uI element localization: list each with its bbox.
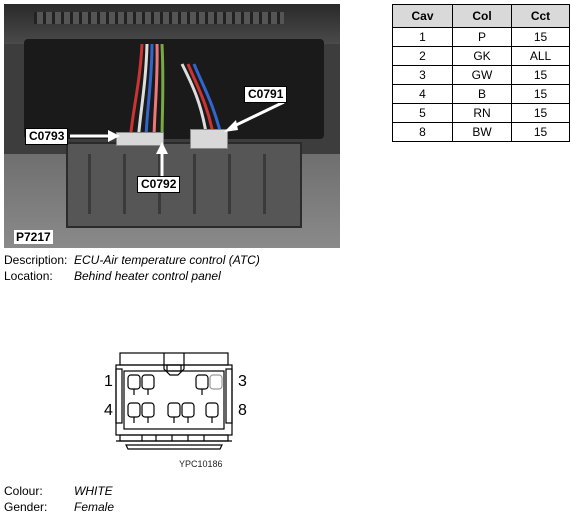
ecu-fin — [263, 154, 266, 214]
cell-cav: 8 — [392, 122, 453, 142]
callout-c0791: C0791 — [244, 86, 288, 103]
cell-cav: 4 — [392, 84, 453, 104]
header-col: Col — [452, 4, 512, 28]
table-header-row: Cav Col Cct — [392, 4, 570, 28]
table-row: 5 RN 15 — [392, 103, 570, 123]
cell-cct: 15 — [511, 84, 570, 104]
cell-col: GW — [452, 65, 512, 85]
header-cct: Cct — [511, 4, 570, 28]
cell-cav: 5 — [392, 103, 453, 123]
cell-cav: 2 — [392, 46, 453, 66]
description-label: Description: — [4, 253, 68, 267]
location-line: Location: Behind heater control panel — [4, 269, 221, 283]
colour-line: Colour: WHITE — [4, 484, 113, 498]
cell-col: RN — [452, 103, 512, 123]
table-row: 4 B 15 — [392, 84, 570, 104]
diagram-reference: YPC10186 — [179, 459, 223, 469]
dash-bezel — [4, 4, 340, 44]
cell-cct: 15 — [511, 122, 570, 142]
photo-label: P7217 — [14, 230, 53, 244]
gender-value: Female — [74, 500, 115, 514]
connector-location-photo: C0791 C0793 C0792 P7217 — [4, 4, 340, 248]
dash-vents — [34, 12, 284, 24]
gender-label: Gender: — [4, 500, 48, 514]
connector-face-diagram — [115, 352, 233, 450]
cell-cct: 15 — [511, 27, 570, 47]
location-label: Location: — [4, 269, 53, 283]
header-cav: Cav — [392, 4, 453, 28]
location-value: Behind heater control panel — [74, 269, 221, 283]
cell-col: P — [452, 27, 512, 47]
cell-col: GK — [452, 46, 512, 66]
connector-c0793-body — [116, 132, 164, 146]
cavity-table: Cav Col Cct 1 P 15 2 GK ALL 3 GW 15 4 B … — [392, 4, 570, 142]
description-line: Description: ECU-Air temperature control … — [4, 253, 260, 267]
table-row: 8 BW 15 — [392, 122, 570, 142]
connector-c0791-body — [190, 129, 228, 149]
callout-c0793: C0793 — [25, 128, 69, 145]
ecu-fin — [123, 154, 126, 214]
description-value: ECU-Air temperature control (ATC) — [74, 253, 260, 267]
callout-c0792: C0792 — [137, 176, 181, 193]
pin-label-3: 3 — [238, 373, 247, 390]
table-row: 1 P 15 — [392, 27, 570, 47]
ecu-fin — [228, 154, 231, 214]
ecu-fin — [88, 154, 91, 214]
table-row: 2 GK ALL — [392, 46, 570, 66]
callout-arrows — [70, 100, 285, 178]
cell-cav: 1 — [392, 27, 453, 47]
pin-label-8: 8 — [238, 402, 247, 419]
pin-label-1: 1 — [104, 373, 113, 390]
cell-col: BW — [452, 122, 512, 142]
colour-label: Colour: — [4, 484, 43, 498]
gender-line: Gender: Female — [4, 500, 114, 514]
pin-label-4: 4 — [104, 402, 113, 419]
cell-cav: 3 — [392, 65, 453, 85]
cell-cct: 15 — [511, 103, 570, 123]
ecu-unit — [66, 142, 302, 228]
cell-cct: ALL — [511, 46, 570, 66]
cell-cct: 15 — [511, 65, 570, 85]
table-row: 3 GW 15 — [392, 65, 570, 85]
cell-col: B — [452, 84, 512, 104]
ecu-fin — [193, 154, 196, 214]
colour-value: WHITE — [74, 484, 113, 498]
